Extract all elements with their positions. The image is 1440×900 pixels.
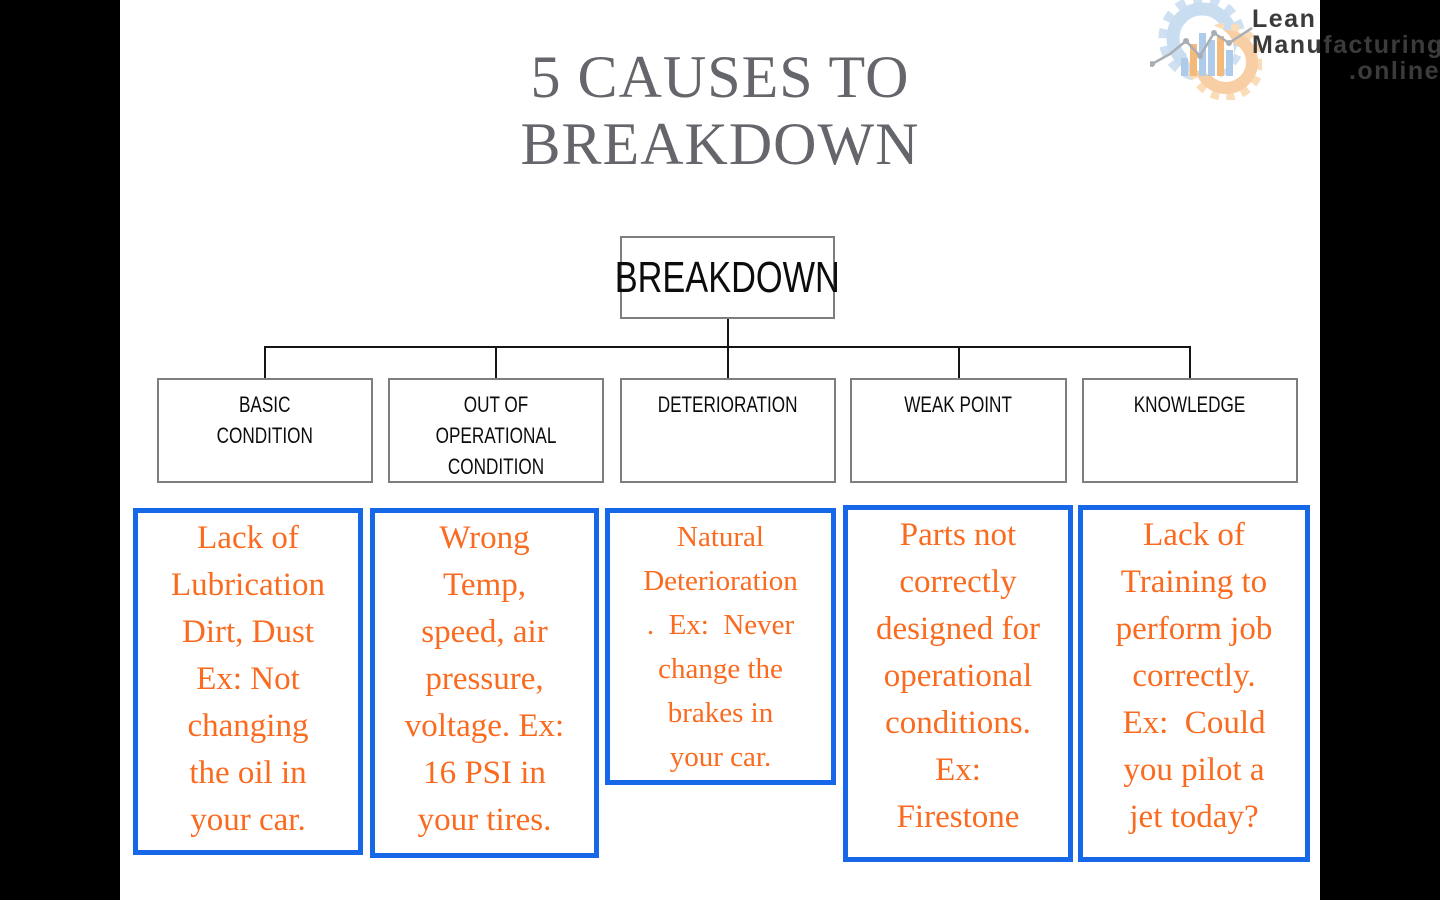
detail-box-knowledge: Lack of Training to perform job correctl… <box>1078 505 1310 862</box>
detail-box-weak-point: Parts not correctly designed for operati… <box>843 505 1073 862</box>
connector-drop-basic-condition <box>264 347 266 378</box>
letterbox-left <box>0 0 120 900</box>
cause-label-knowledge: KNOWLEDGE <box>1134 392 1246 417</box>
logo-line-online: .online <box>1348 57 1440 85</box>
page-title: 5 CAUSES TO BREAKDOWN <box>520 44 920 177</box>
slide-canvas: 5 CAUSES TO BREAKDOWN BREAKDOWN BASIC CO… <box>120 0 1320 900</box>
detail-box-deterioration: Natural Deterioration . Ex: Never change… <box>605 508 836 785</box>
connector-drop-weak-point <box>958 347 960 378</box>
cause-box-basic-condition: BASIC CONDITION <box>157 378 373 483</box>
logo-line-manufacturing: Manufacturing <box>1252 31 1440 59</box>
logo: Lean Manufacturing .online <box>1150 0 1440 100</box>
flowchart-root-label: BREAKDOWN <box>614 252 841 302</box>
letterbox-right <box>1320 0 1440 900</box>
detail-box-out-of-operational: Wrong Temp, speed, air pressure, voltage… <box>370 508 599 858</box>
flowchart-root-box: BREAKDOWN <box>615 236 840 319</box>
cause-box-deterioration: DETERIORATION <box>620 378 836 483</box>
logo-text: Lean Manufacturing .online <box>1252 6 1440 84</box>
cause-label-deterioration: DETERIORATION <box>658 392 798 417</box>
cause-label-basic-condition: BASIC CONDITION <box>216 392 314 448</box>
connector-drop-deterioration <box>727 347 729 378</box>
cause-label-out-of-operational: OUT OF OPERATIONAL CONDITION <box>435 392 557 479</box>
cause-box-knowledge: KNOWLEDGE <box>1082 378 1298 483</box>
gear-barchart-trendline-icon <box>1150 0 1262 100</box>
cause-box-weak-point: WEAK POINT <box>850 378 1067 483</box>
logo-line-lean: Lean <box>1252 5 1317 33</box>
connector-drop-out-of-operational <box>495 347 497 378</box>
connector-drop-knowledge <box>1189 347 1191 378</box>
cause-label-weak-point: WEAK POINT <box>904 392 1013 417</box>
detail-box-basic-condition: Lack of Lubrication Dirt, Dust Ex: Not c… <box>133 508 363 855</box>
connector-root-stem <box>727 319 729 347</box>
cause-box-out-of-operational: OUT OF OPERATIONAL CONDITION <box>388 378 604 483</box>
